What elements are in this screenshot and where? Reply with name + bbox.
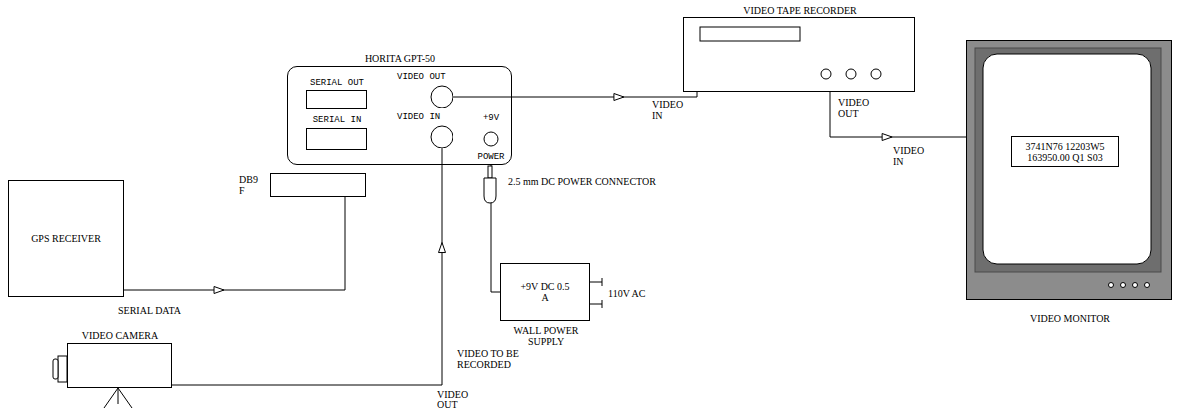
node-label: SERIAL IN: [313, 115, 362, 126]
camera-lens: [58, 356, 67, 382]
plug-prong: [602, 300, 603, 308]
monitor-housing: [967, 41, 1171, 299]
vtr-button: [846, 69, 856, 79]
tripod-leg: [104, 388, 118, 408]
node-text: 163950.00 Q1 S03: [1027, 152, 1102, 163]
node-label: VIDEO OUT: [397, 72, 446, 83]
text-holder: GPS RECEIVER: [9, 181, 123, 296]
plug-prong: [590, 282, 602, 283]
node-label: VIDEO TAPE RECORDER: [743, 5, 856, 16]
jack-circle: [431, 126, 453, 148]
serial-port: SERIAL IN: [306, 128, 367, 150]
wire-path: [172, 148, 442, 385]
video-camera: VIDEO CAMERA: [67, 343, 172, 388]
horita-unit: HORITA GPT-50SERIAL OUTSERIAL INVIDEO OU…: [287, 66, 512, 165]
arrowhead: [439, 243, 446, 253]
text-holder: +9V DC 0.5 A: [501, 264, 589, 320]
node-text: +9V DC 0.5 A: [520, 281, 570, 303]
node-label: POWER: [477, 152, 504, 163]
monitor-readout: 3741N76 12203W5163950.00 Q1 S03: [1011, 136, 1119, 167]
vtr-button: [871, 69, 881, 79]
signal-label: VIDEO TO BE RECORDED: [457, 348, 532, 370]
plug-pin: [488, 166, 492, 178]
signal-wire: [124, 197, 345, 294]
monitor-knob: [1133, 283, 1138, 288]
node-label: VIDEO MONITOR: [1030, 313, 1110, 324]
signal-label: 110V AC: [608, 288, 646, 299]
gps-receiver-box: GPS RECEIVER: [8, 180, 124, 297]
signal-label: VIDEO IN: [893, 145, 923, 167]
monitor-knob: [1109, 283, 1114, 288]
node-label: HORITA GPT-50: [365, 53, 435, 64]
node-text: GPS RECEIVER: [31, 233, 101, 244]
node-label: VIDEO IN: [397, 112, 440, 123]
signal-wire: [830, 92, 966, 141]
signal-label: VIDEO IN: [652, 99, 682, 121]
monitor-knob: [1121, 283, 1126, 288]
video-monitor: VIDEO MONITOR3741N76 12203W5163950.00 Q1…: [966, 40, 1172, 300]
video-tape-recorder: VIDEO TAPE RECORDER: [683, 17, 915, 92]
jack-circle: [484, 132, 498, 146]
plug-prong: [590, 304, 602, 305]
wall-power-supply: +9V DC 0.5 AWALL POWER SUPPLY: [500, 263, 590, 321]
signal-wire: [172, 148, 446, 385]
video-jack: VIDEO IN: [396, 112, 453, 148]
wire-path: [830, 92, 966, 137]
text-holder: 3741N76 12203W5163950.00 Q1 S03: [1012, 137, 1118, 166]
arrowhead: [614, 94, 624, 101]
vtr-display: [700, 27, 800, 41]
signal-label: VIDEO OUT: [838, 97, 872, 119]
node-text: 3741N76 12203W5: [1025, 141, 1104, 152]
wire-path: [453, 92, 697, 97]
dc-plug: [484, 178, 496, 203]
node-label: VIDEO CAMERA: [82, 330, 158, 341]
camera-lens-front: [53, 359, 58, 379]
db9-connector: DB9 F: [270, 173, 366, 197]
node-label: DB9 F: [239, 174, 263, 196]
jack-circle: [431, 86, 453, 108]
wire-path: [124, 197, 345, 290]
monitor-bezel: [975, 48, 1161, 272]
plug-prong: [602, 278, 603, 286]
tripod-leg: [118, 388, 132, 408]
monitor-screen: [983, 54, 1151, 264]
arrowhead: [214, 287, 224, 294]
video-jack: VIDEO OUT: [396, 72, 453, 108]
signal-label: VIDEO OUT: [437, 390, 471, 410]
arrowhead: [882, 134, 892, 141]
signal-label: 2.5 mm DC POWER CONNECTOR: [508, 176, 656, 187]
vtr-button: [821, 69, 831, 79]
serial-port: SERIAL OUT: [306, 90, 367, 109]
node-label: SERIAL OUT: [310, 78, 364, 89]
wire-label: SERIAL DATA: [118, 305, 181, 316]
node-label: +9V: [483, 113, 499, 124]
node-label: WALL POWER SUPPLY: [509, 325, 583, 347]
tripod-leg: [118, 388, 119, 404]
monitor-knob: [1145, 283, 1150, 288]
power-jack: +9V POWER: [475, 113, 507, 165]
